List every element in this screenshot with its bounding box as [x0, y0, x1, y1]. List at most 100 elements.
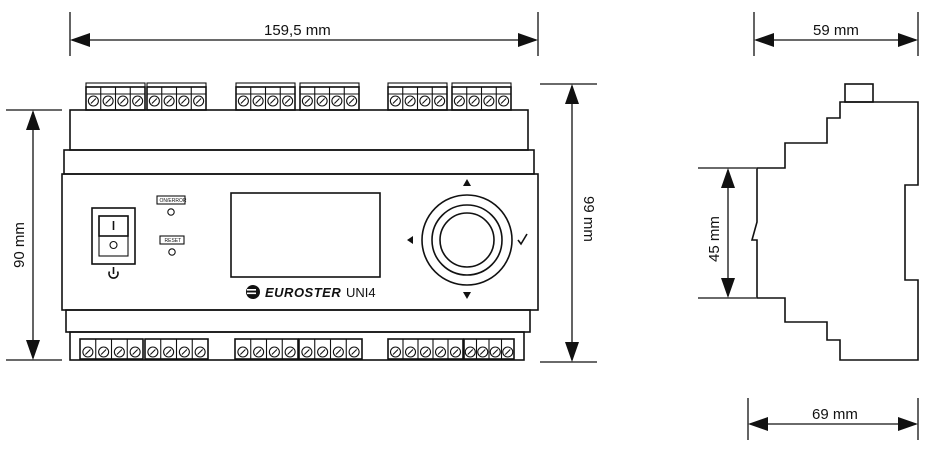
reset-label: RESET — [165, 238, 182, 244]
top-terminal-block — [85, 82, 146, 111]
terminal-screw — [98, 346, 110, 358]
terminal-screw — [253, 346, 265, 358]
terminal-screw — [301, 95, 313, 107]
terminal-screw — [132, 95, 144, 107]
terminal-screw — [502, 346, 514, 358]
model-name: UNI4 — [346, 285, 376, 300]
side-view — [750, 83, 919, 361]
dim-front-height-inner-label: 90 mm — [11, 222, 28, 268]
terminal-screw — [268, 346, 280, 358]
upper-housing — [69, 109, 529, 151]
terminal-screw — [434, 95, 446, 107]
dim-front-height-total-label: 99 mm — [580, 196, 597, 242]
knob-outer-ring — [421, 194, 513, 286]
terminal-screw — [389, 346, 402, 358]
terminal-screw — [113, 346, 125, 358]
bottom-terminal-block — [144, 338, 209, 360]
top-terminal-block — [146, 82, 207, 111]
bottom-terminal-row — [69, 331, 525, 361]
terminal-screw — [404, 346, 417, 358]
power-switch-top — [98, 215, 129, 237]
terminal-screw — [282, 95, 294, 107]
dim-front-height-inner: 90 mm — [6, 109, 62, 361]
terminal-screw — [464, 346, 476, 358]
terminal-screw — [317, 346, 329, 358]
bottom-housing — [69, 331, 525, 361]
terminal-screw — [419, 346, 432, 358]
checkmark-icon — [517, 233, 528, 246]
dim-front-width-label: 159,5 mm — [264, 22, 331, 39]
bottom-terminal-block — [234, 338, 299, 360]
side-clip — [844, 83, 874, 103]
terminal-screw — [498, 95, 510, 107]
reset-label-box — [159, 235, 185, 245]
terminal-screw — [82, 346, 94, 358]
brand-name: EUROSTER — [265, 285, 341, 300]
power-switch-frame — [91, 207, 136, 265]
lower-shoulder — [65, 309, 531, 333]
terminal-screw — [332, 346, 344, 358]
terminal-screw — [147, 346, 159, 358]
terminal-screw — [348, 346, 360, 358]
dim-side-total-depth-label: 69 mm — [812, 406, 858, 423]
left-triangle-icon — [407, 236, 413, 244]
upper-shoulder — [63, 149, 535, 175]
euroster-logo-icon — [246, 285, 260, 299]
terminal-screw — [194, 346, 206, 358]
bottom-terminal-block — [298, 338, 363, 360]
terminal-screw — [477, 346, 489, 358]
front-view: ON/ERROR RESET EUROSTER UNI4 — [61, 82, 539, 361]
knob-middle-ring — [431, 204, 503, 276]
status-led — [167, 208, 175, 216]
power-icon — [108, 267, 119, 279]
side-profile — [750, 101, 919, 361]
display-screen — [230, 192, 381, 278]
terminal-screw — [316, 95, 328, 107]
reset-button — [168, 248, 176, 256]
led-label-box — [156, 195, 186, 205]
top-terminal-block — [235, 82, 296, 111]
dim-front-width: 159,5 mm — [69, 12, 539, 56]
terminal-screw — [301, 346, 313, 358]
terminal-screw — [449, 346, 462, 358]
terminal-screw — [102, 95, 114, 107]
terminal-screw — [178, 346, 190, 358]
led-label: ON/ERROR — [160, 198, 187, 204]
terminal-screw — [193, 95, 205, 107]
dim-side-rail-height: 45 mm — [698, 167, 756, 299]
terminal-screw — [237, 346, 249, 358]
bottom-terminal-block — [387, 338, 464, 360]
down-triangle-icon — [463, 292, 471, 299]
dim-front-height-total: 99 mm — [540, 83, 597, 363]
terminal-screw — [267, 95, 279, 107]
bottom-terminal-block — [463, 338, 515, 360]
terminal-screw — [252, 95, 264, 107]
bottom-terminal-block — [79, 338, 144, 360]
terminal-screw — [117, 95, 129, 107]
terminal-screw — [87, 95, 99, 107]
terminal-screw — [163, 95, 175, 107]
terminal-screw — [331, 95, 343, 107]
switch-off-mark — [109, 240, 118, 250]
terminal-screw — [237, 95, 249, 107]
terminal-screw — [434, 346, 447, 358]
terminal-screw — [163, 346, 175, 358]
terminal-screw — [284, 346, 296, 358]
terminal-screw — [404, 95, 416, 107]
terminal-screw — [468, 95, 480, 107]
dim-side-total-depth: 69 mm — [747, 398, 919, 440]
terminal-screw — [419, 95, 431, 107]
top-terminal-block — [451, 82, 512, 111]
terminal-screw — [129, 346, 141, 358]
dim-side-rail-height-label: 45 mm — [706, 216, 723, 262]
terminal-screw — [453, 95, 465, 107]
top-terminal-row — [85, 82, 512, 111]
dim-side-top-depth: 59 mm — [753, 12, 919, 56]
terminal-screw — [346, 95, 358, 107]
top-terminal-block — [299, 82, 360, 111]
dim-side-top-depth-label: 59 mm — [813, 22, 859, 39]
terminal-screw — [389, 95, 401, 107]
knob-center — [439, 212, 495, 268]
terminal-screw — [148, 95, 160, 107]
